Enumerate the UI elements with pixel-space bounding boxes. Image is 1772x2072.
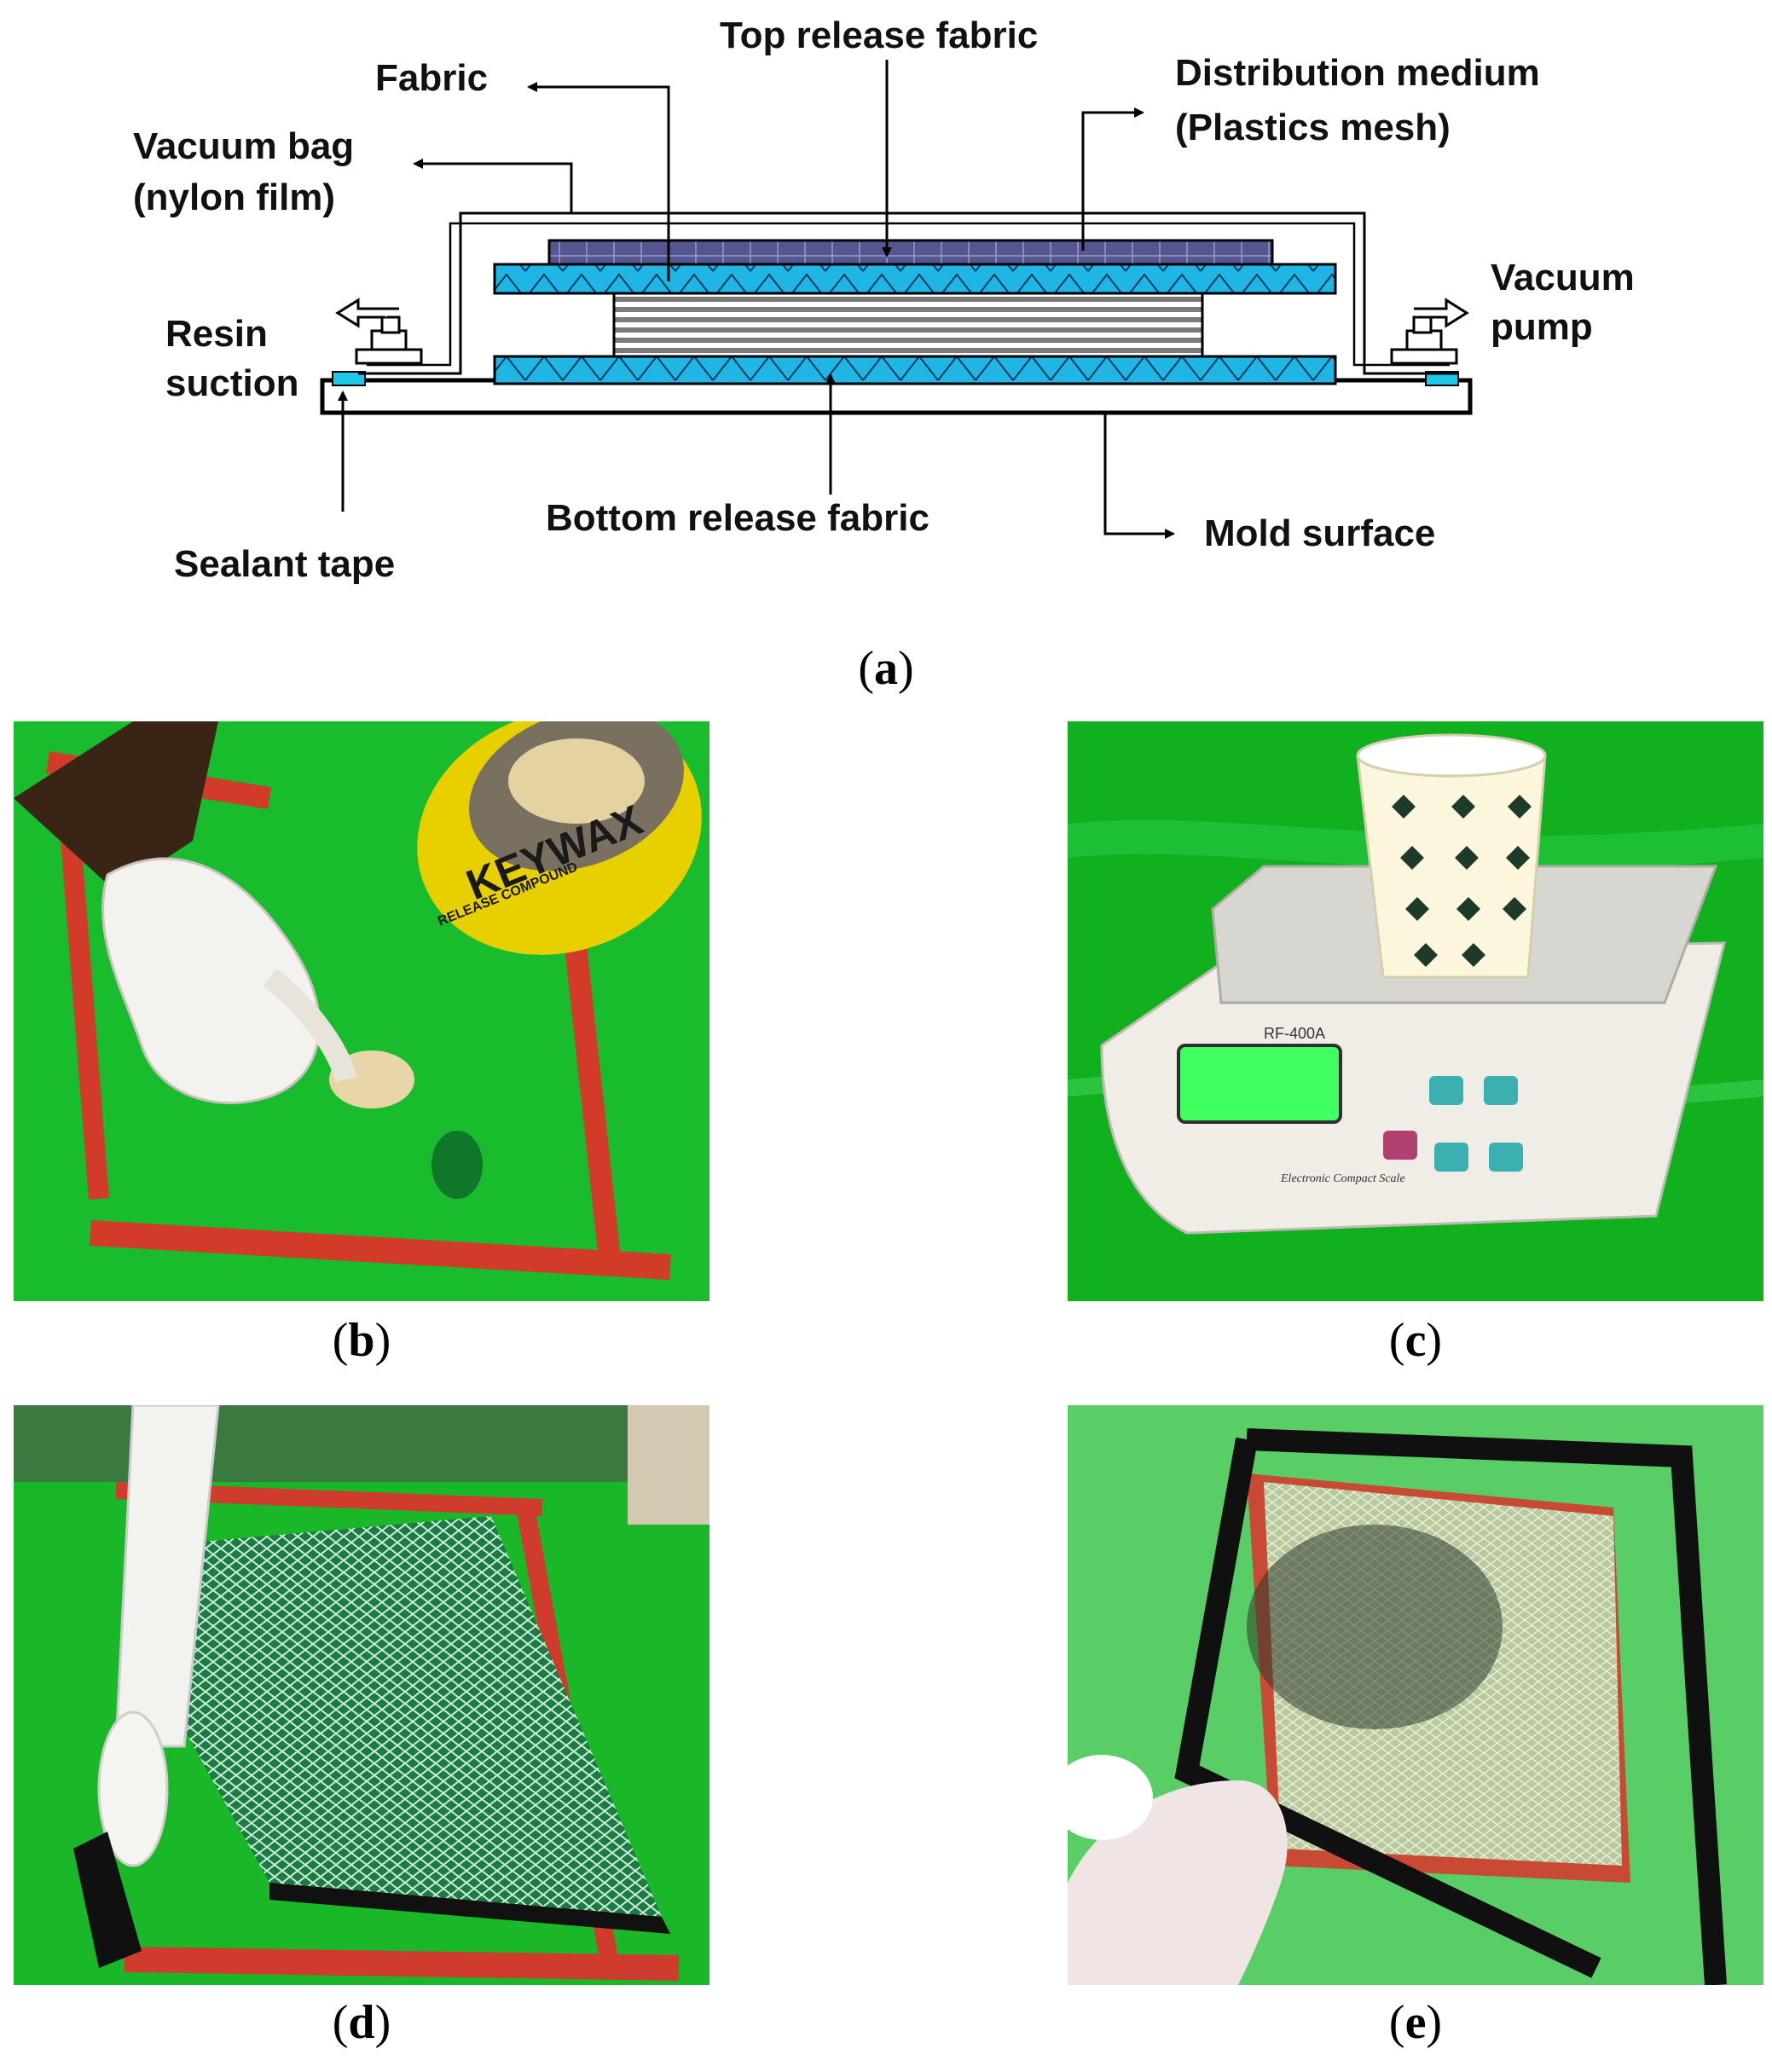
label-bottom-release-fabric: Bottom release fabric bbox=[546, 497, 929, 539]
scale-sub-text: Electronic Compact Scale bbox=[1280, 1172, 1405, 1185]
sealant-tape-left bbox=[332, 371, 366, 386]
vacuum-pump-port bbox=[1390, 298, 1469, 365]
photo-b-wax-application: KEYWAX RELEASE COMPOUND bbox=[14, 721, 709, 1301]
caption-a: (a) bbox=[858, 642, 914, 695]
vacuum-bag-film bbox=[358, 211, 1458, 375]
mold-surface-leader bbox=[1103, 414, 1175, 539]
label-resin-suction-2: suction bbox=[165, 362, 298, 404]
photo-c-weighing-scale: RF-400A Electronic Compact Scale bbox=[1068, 721, 1763, 1301]
top-release-fabric-shape bbox=[493, 263, 1337, 295]
label-mold-surface: Mold surface bbox=[1204, 512, 1435, 554]
label-distribution-medium-1: Distribution medium bbox=[1175, 52, 1540, 94]
fabric-stack-shape bbox=[612, 292, 1204, 358]
bottom-release-fabric-shape bbox=[493, 355, 1337, 385]
label-fabric: Fabric bbox=[375, 57, 488, 99]
caption-c: (c) bbox=[1388, 1314, 1443, 1367]
label-top-release-fabric: Top release fabric bbox=[720, 14, 1038, 56]
caption-d: (d) bbox=[332, 1996, 391, 2049]
photo-d-mesh-layup bbox=[14, 1405, 709, 1985]
label-vacuum-bag-2: (nylon film) bbox=[133, 177, 335, 218]
label-vacuum-pump-1: Vacuum bbox=[1491, 257, 1635, 298]
caption-e: (e) bbox=[1388, 1996, 1443, 2049]
label-vacuum-bag-1: Vacuum bag bbox=[133, 125, 354, 167]
distribution-leader bbox=[1081, 107, 1144, 251]
sealant-tape-right bbox=[1425, 371, 1459, 386]
mold-surface-shape bbox=[320, 378, 1473, 415]
photo-e-vacuum-bagging bbox=[1068, 1405, 1763, 1985]
label-vacuum-pump-2: pump bbox=[1491, 306, 1593, 348]
scale-model-text: RF-400A bbox=[1264, 1025, 1325, 1042]
caption-b: (b) bbox=[332, 1314, 391, 1367]
vartm-schematic-diagram: Top release fabric Fabric Distribution m… bbox=[133, 14, 1635, 585]
vacuum-bag-leader bbox=[413, 159, 573, 213]
label-sealant-tape: Sealant tape bbox=[174, 543, 395, 585]
label-resin-suction-1: Resin bbox=[165, 313, 268, 355]
resin-suction-port bbox=[335, 298, 423, 365]
distribution-medium-shape bbox=[547, 239, 1274, 266]
label-distribution-medium-2: (Plastics mesh) bbox=[1175, 107, 1451, 148]
vacuum-bag-film-inner bbox=[367, 222, 1450, 367]
fabric-leader bbox=[527, 82, 670, 281]
